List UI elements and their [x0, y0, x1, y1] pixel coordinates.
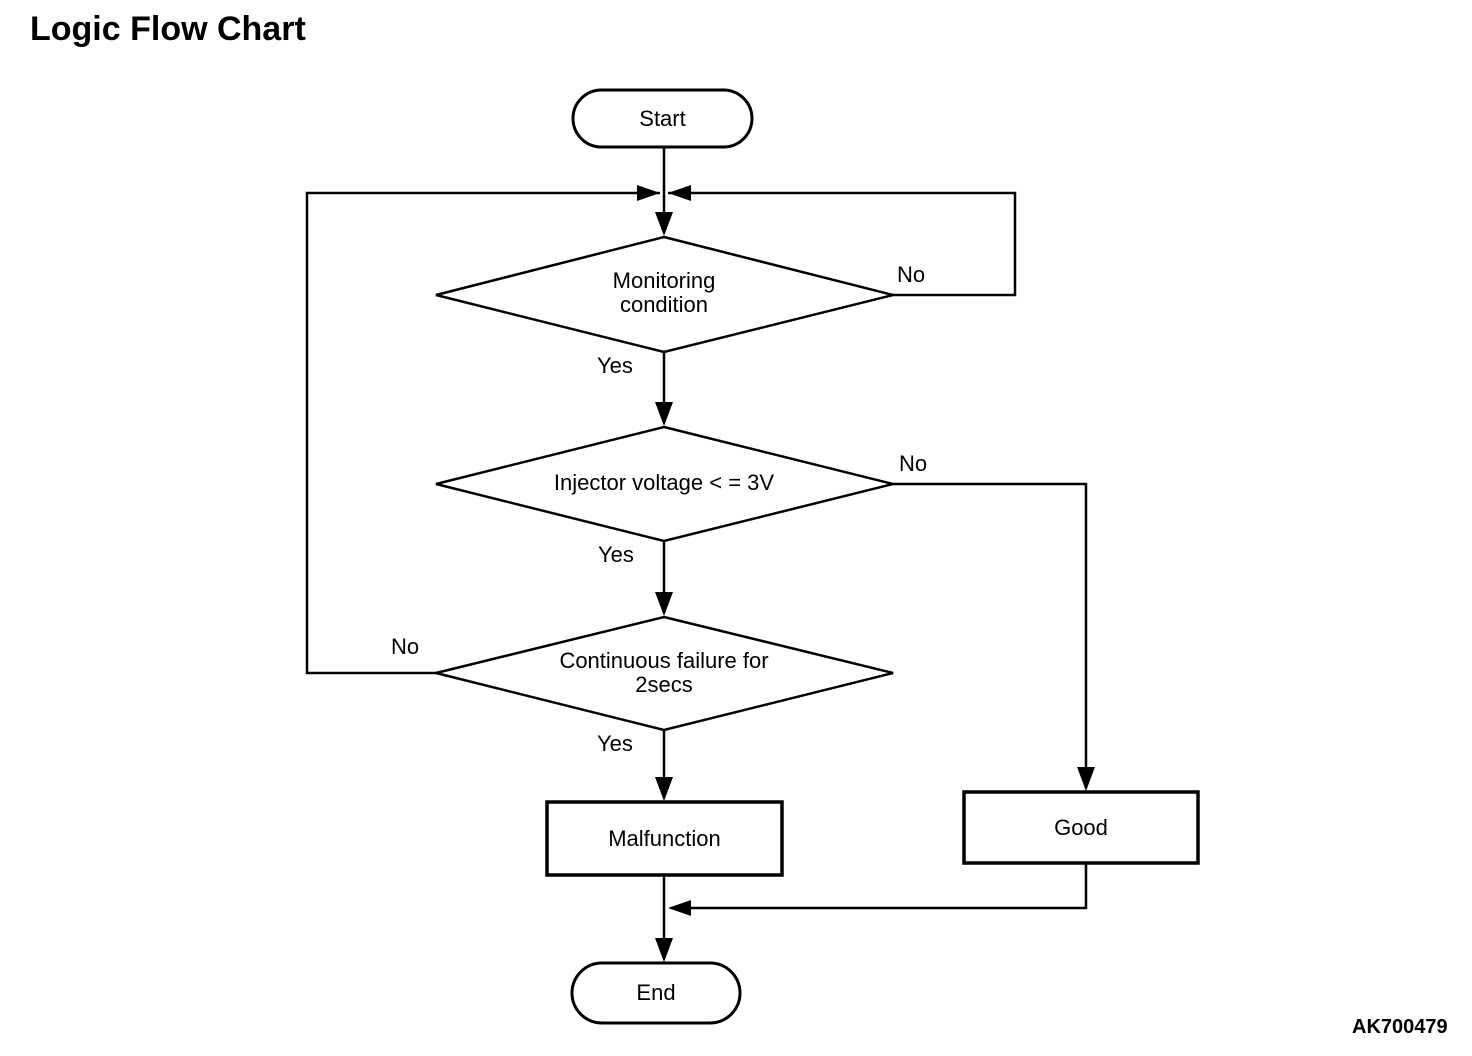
edge-label-injector-yes: Yes [598, 542, 634, 567]
node-monitoring-label: Monitoring condition [612, 268, 716, 317]
arrowhead-into-malfunction [655, 777, 673, 801]
arrowhead-junction-from-left [637, 185, 660, 201]
node-monitoring-shape [435, 235, 894, 354]
edge-continuous-no-loop [305, 191, 660, 675]
edge-label-injector-no: No [899, 451, 928, 476]
figure-code: AK700479 [1352, 1016, 1448, 1038]
node-end-shape [570, 961, 742, 1025]
arrowhead-merge-left [668, 900, 691, 916]
edge-injector-no [893, 482, 1088, 788]
node-start-label: Start [639, 105, 686, 131]
arrowhead-into-injector-voltage [655, 402, 673, 426]
edge-label-continuous-yes: Yes [597, 731, 633, 756]
edge-label-continuous-no: No [391, 634, 420, 659]
node-good-shape [962, 790, 1200, 865]
node-end-label: End [636, 980, 676, 1005]
node-start-shape [571, 88, 754, 149]
edge-good-merge [671, 863, 1088, 910]
node-injector-voltage-shape [435, 425, 894, 543]
edge-monitoring-no-loop [668, 191, 1017, 297]
page-title: Logic Flow Chart [30, 10, 306, 48]
arrowhead-into-good [1077, 767, 1095, 791]
node-malfunction-label: Malfunction [608, 825, 721, 851]
node-continuous-failure-label: Continuous failure for 2secs [559, 648, 769, 697]
arrowhead-into-continuous-failure [655, 592, 673, 616]
edge-label-monitoring-no: No [897, 262, 926, 287]
node-good-label: Good [1054, 814, 1108, 840]
node-malfunction-shape [545, 800, 784, 877]
arrowhead-into-monitoring [655, 212, 673, 236]
node-injector-voltage-label: Injector voltage < = 3V [553, 470, 775, 495]
arrowhead-into-end [655, 938, 673, 962]
arrowhead-junction-from-right [668, 185, 691, 201]
node-continuous-failure-shape [435, 615, 894, 732]
edge-label-monitoring-yes: Yes [597, 353, 633, 378]
